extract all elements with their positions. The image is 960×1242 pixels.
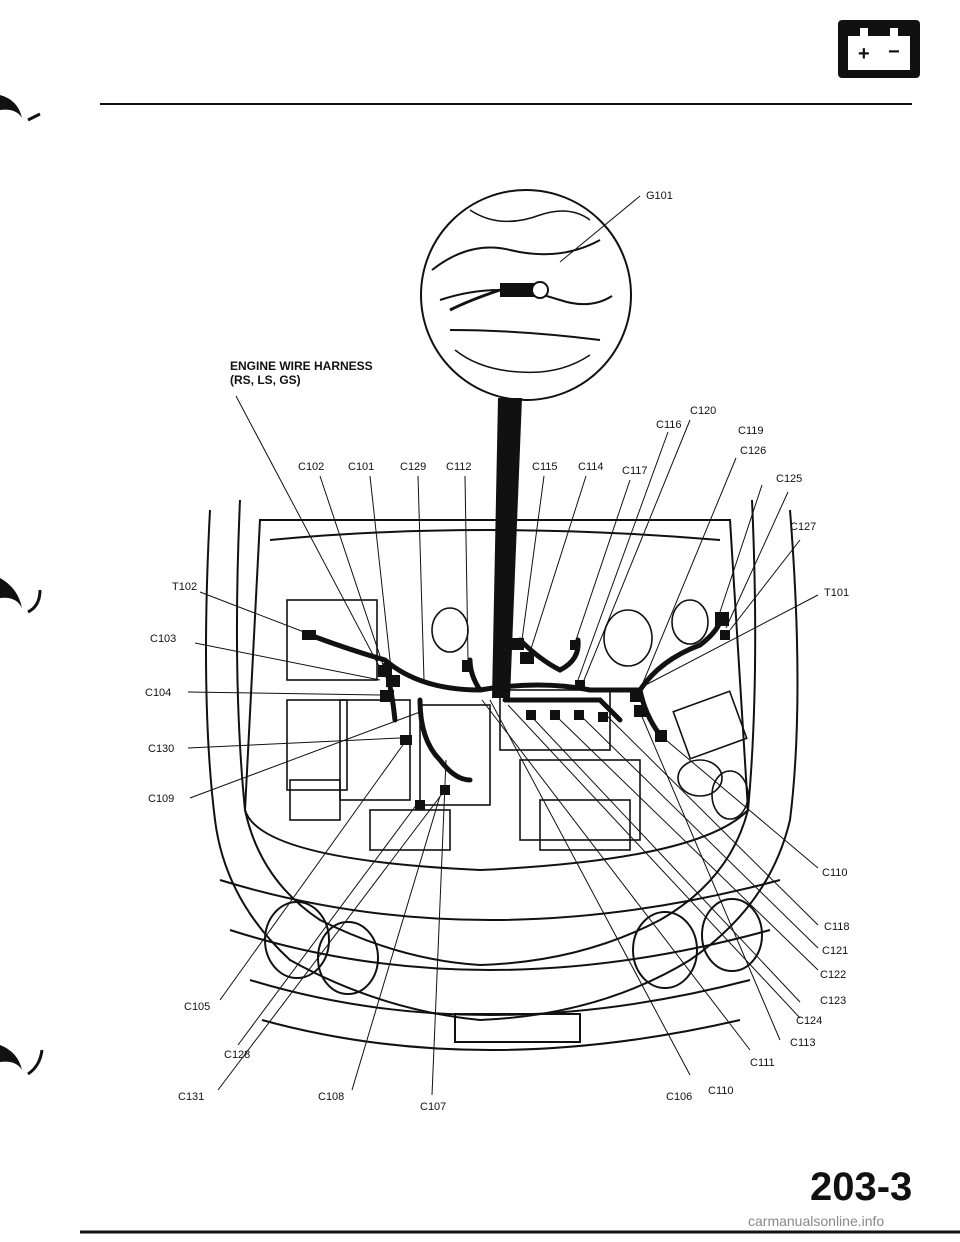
harness-title-leader [235, 395, 381, 669]
label-c122: C122 [820, 969, 846, 981]
label-c106: C106 [666, 1091, 692, 1103]
label-c116: C116 [656, 419, 681, 431]
page-number: 203-3 [810, 1165, 912, 1209]
label-c104: C104 [145, 687, 171, 699]
label-c126: C126 [740, 445, 766, 457]
svg-text:+: + [858, 43, 870, 65]
label-c105: C105 [184, 1001, 210, 1013]
label-c109: C109 [148, 793, 174, 805]
label-t101: T101 [824, 587, 849, 599]
harness-title-line1: ENGINE WIRE HARNESS [230, 359, 373, 373]
label-c125: C125 [776, 473, 802, 485]
label-c130: C130 [148, 743, 174, 755]
label-c118: C118 [824, 921, 849, 933]
label-c124: C124 [796, 1015, 822, 1027]
label-c115: C115 [532, 461, 557, 473]
label-c108: C108 [318, 1091, 344, 1103]
battery-icon: + − [838, 20, 920, 78]
binder-mark-top [0, 95, 41, 122]
label-c110-right: C110 [822, 867, 847, 879]
watermark: carmanualsonline.info [748, 1213, 884, 1229]
label-c114: C114 [578, 461, 603, 473]
label-c131: C131 [178, 1091, 204, 1103]
label-c127: C127 [790, 521, 816, 533]
label-c119: C119 [738, 425, 763, 437]
binder-mark-bottom [0, 1045, 44, 1076]
svg-text:−: − [888, 41, 900, 63]
label-c102: C102 [298, 461, 324, 473]
label-c101: C101 [348, 461, 374, 473]
label-c113: C113 [790, 1037, 815, 1049]
label-c121: C121 [822, 945, 848, 957]
binder-mark-mid [0, 578, 42, 614]
harness-title-line2: (RS, LS, GS) [230, 373, 301, 387]
label-t102: T102 [172, 581, 197, 593]
car-body [205, 499, 799, 1051]
right-headlight [632, 898, 763, 989]
label-c128: C128 [224, 1049, 250, 1061]
label-c117: C117 [622, 465, 647, 477]
engine-bay-components [286, 599, 749, 851]
g101-label: G101 [646, 190, 673, 202]
leader-lines [187, 419, 819, 1096]
label-c111: C111 [750, 1057, 775, 1069]
ground-detail-circle [420, 189, 632, 401]
magnifier-wedge [492, 398, 522, 698]
label-c107: C107 [420, 1101, 446, 1113]
label-c112: C112 [446, 461, 471, 473]
g101-leader [559, 195, 641, 263]
label-c123: C123 [820, 995, 846, 1007]
label-c129: C129 [400, 461, 426, 473]
left-headlight [264, 901, 379, 995]
label-c120: C120 [690, 405, 716, 417]
label-c110-bottom: C110 [708, 1085, 733, 1097]
label-c103: C103 [150, 633, 176, 645]
